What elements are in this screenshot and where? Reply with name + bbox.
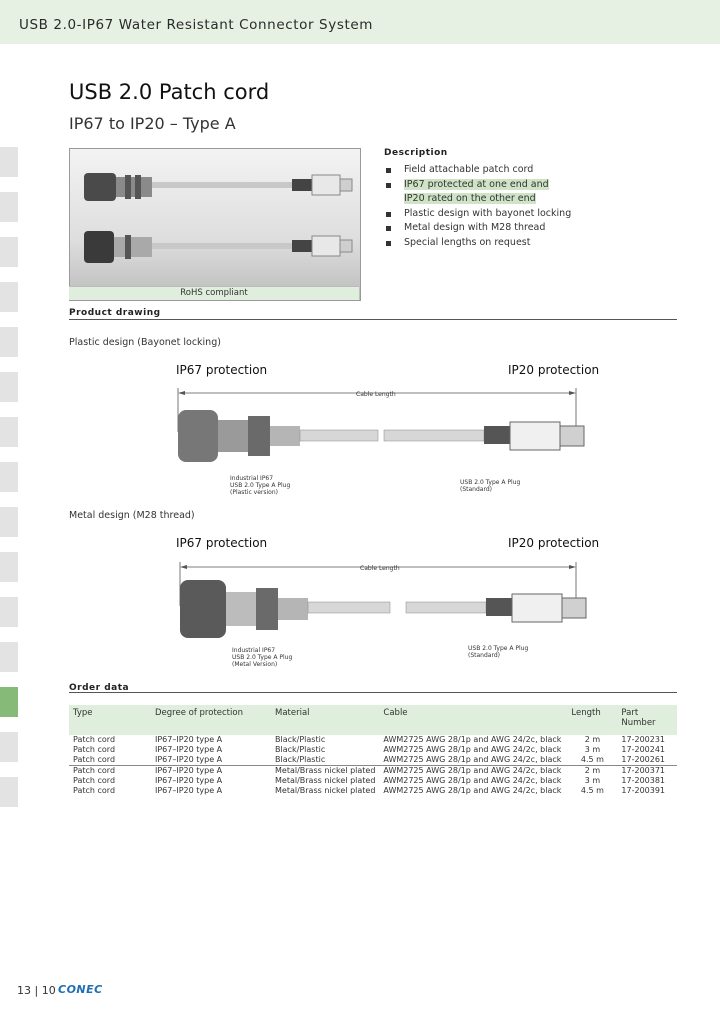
chapter-tab[interactable] <box>0 147 18 177</box>
description-item: Special lengths on request <box>384 236 584 251</box>
cable-length-label-metal: Cable Length <box>360 565 400 572</box>
callout-metal-right-1: USB 2.0 Type A Plug <box>468 645 528 652</box>
column-header: Length <box>567 705 618 735</box>
callout-plastic-left-1: Industrial IP67 <box>230 475 273 482</box>
chapter-tab[interactable] <box>0 282 18 312</box>
callout-metal-left-2: USB 2.0 Type A Plug <box>232 654 292 661</box>
ip20-label: IP20 protection <box>508 363 600 377</box>
page-number: 13 | 10 <box>17 984 56 997</box>
ip67-label-metal: IP67 protection <box>176 536 268 550</box>
chapter-tab[interactable] <box>0 462 18 492</box>
callout-plastic-right-2: (Standard) <box>460 486 492 493</box>
header-band: USB 2.0-IP67 Water Resistant Connector S… <box>0 0 720 44</box>
chapter-tab-active[interactable] <box>0 687 18 717</box>
description-heading: Description <box>384 148 448 158</box>
description-item: Plastic design with bayonet locking <box>384 207 584 222</box>
callout-metal-left-1: Industrial IP67 <box>232 647 275 654</box>
order-table: Type Degree of protection Material Cable… <box>69 705 677 796</box>
metal-design-label: Metal design (M28 thread) <box>69 510 195 521</box>
column-header: Degree of protection <box>151 705 271 735</box>
header-title: USB 2.0-IP67 Water Resistant Connector S… <box>19 17 373 33</box>
plastic-design-label: Plastic design (Bayonet locking) <box>69 337 221 348</box>
chapter-tab[interactable] <box>0 417 18 447</box>
column-header: Part Number <box>617 705 677 735</box>
cable-length-label: Cable Length <box>356 391 396 398</box>
table-header-row: Type Degree of protection Material Cable… <box>69 705 677 735</box>
description-item: IP67 protected at one end and <box>384 178 584 193</box>
metal-drawing: Cable Length Industrial IP67 USB 2.0 Typ… <box>160 556 620 676</box>
divider <box>69 319 677 320</box>
callout-plastic-left-3: (Plastic version) <box>230 489 278 496</box>
bullet-icon <box>386 182 391 188</box>
description-item-continued: IP20 rated on the other end <box>404 193 536 204</box>
callout-plastic-right-1: USB 2.0 Type A Plug <box>460 479 520 486</box>
chapter-tab[interactable] <box>0 597 18 627</box>
ip67-label: IP67 protection <box>176 363 268 377</box>
chapter-tab[interactable] <box>0 327 18 357</box>
column-header: Type <box>69 705 151 735</box>
divider <box>69 692 677 693</box>
chapter-tab[interactable] <box>0 507 18 537</box>
column-header: Material <box>271 705 380 735</box>
description-item: Metal design with M28 thread <box>384 221 584 236</box>
product-photo <box>69 148 361 301</box>
plastic-drawing: Cable Length Industrial IP67 USB 2.0 Typ… <box>160 382 620 502</box>
description-block: Description Field attachable patch cord … <box>384 148 584 250</box>
conec-logo: CONEC <box>58 983 103 996</box>
callout-metal-left-3: (Metal Version) <box>232 661 277 668</box>
photo-caption: RoHS compliant <box>69 286 359 300</box>
page-subtitle: IP67 to IP20 – Type A <box>69 114 236 133</box>
chapter-tab[interactable] <box>0 732 18 762</box>
callout-plastic-left-2: USB 2.0 Type A Plug <box>230 482 290 489</box>
callout-metal-right-2: (Standard) <box>468 652 500 659</box>
product-drawing-heading: Product drawing <box>69 308 161 318</box>
chapter-tab[interactable] <box>0 237 18 267</box>
chapter-tab[interactable] <box>0 642 18 672</box>
bullet-icon <box>386 226 391 231</box>
chapter-tab[interactable] <box>0 192 18 222</box>
chapter-tab[interactable] <box>0 552 18 582</box>
bullet-icon <box>386 211 391 217</box>
page-title: USB 2.0 Patch cord <box>69 80 270 104</box>
description-item: Field attachable patch cord <box>384 163 584 178</box>
ip20-label-metal: IP20 protection <box>508 536 600 550</box>
bullet-icon <box>386 240 391 246</box>
order-data-heading: Order data <box>69 683 130 693</box>
chapter-tab[interactable] <box>0 777 18 807</box>
bullet-icon <box>386 168 391 173</box>
chapter-tab[interactable] <box>0 372 18 402</box>
column-header: Cable <box>379 705 568 735</box>
